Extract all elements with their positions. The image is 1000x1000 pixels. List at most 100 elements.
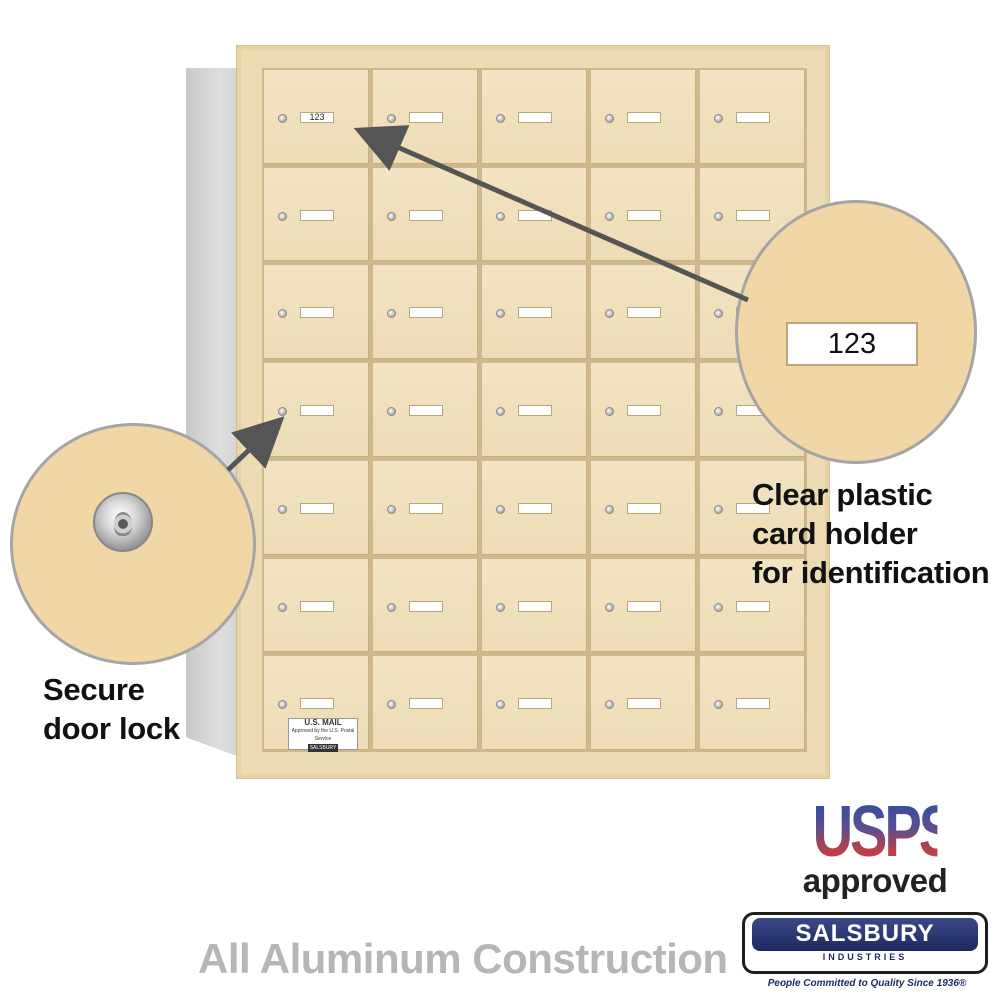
- lock-icon: [278, 407, 287, 417]
- mailbox-door[interactable]: [373, 656, 478, 750]
- usmail-label-line2: Approved by the U.S. Postal Service: [291, 728, 355, 742]
- lock-icon: [714, 407, 723, 417]
- card-holder: [736, 600, 770, 612]
- mailbox-door[interactable]: [591, 363, 696, 457]
- lock-icon: [278, 504, 287, 514]
- card-holder: [736, 698, 770, 710]
- mailbox-door[interactable]: [700, 656, 805, 750]
- mailbox-door[interactable]: [482, 460, 587, 555]
- lock-icon: [496, 504, 505, 514]
- lock-icon: [278, 700, 287, 710]
- usmail-label: U.S. MAIL Approved by the U.S. Postal Se…: [288, 718, 358, 752]
- lock-caption: Secure door lock: [43, 670, 180, 748]
- lock-icon: [714, 114, 723, 123]
- lock-caption-line2: door lock: [43, 711, 180, 746]
- lock-icon: [387, 407, 396, 417]
- card-holder: [409, 698, 443, 710]
- mailbox-door[interactable]: [264, 363, 369, 457]
- lock-icon: [278, 309, 287, 319]
- mailbox-door[interactable]: [700, 460, 805, 555]
- card-holder: [736, 502, 770, 514]
- mailbox-door[interactable]: 123: [264, 70, 369, 164]
- card-holder: [627, 600, 661, 612]
- usps-approved-text: approved: [802, 862, 948, 899]
- mailbox-door[interactable]: [373, 167, 478, 262]
- lock-icon: [496, 602, 505, 612]
- mailbox-door[interactable]: [591, 460, 696, 555]
- card-holder: [409, 600, 443, 612]
- lock-icon: [387, 504, 396, 514]
- mailbox-door[interactable]: [373, 558, 478, 653]
- lock-icon: [714, 700, 723, 710]
- mailbox-door[interactable]: [264, 265, 369, 360]
- card-holder: [627, 502, 661, 514]
- card-holder: [736, 112, 770, 123]
- card-holder: [300, 600, 334, 612]
- mailbox-door[interactable]: [700, 70, 805, 164]
- mailbox-door[interactable]: [373, 460, 478, 555]
- lock-caption-line1: Secure: [43, 672, 145, 707]
- mailbox-door[interactable]: [482, 363, 587, 457]
- lock-icon: [387, 114, 396, 123]
- lock-icon: [714, 211, 723, 221]
- mailbox-door[interactable]: [591, 656, 696, 750]
- mailbox-door[interactable]: [264, 558, 369, 653]
- lock-icon: [278, 602, 287, 612]
- lock-icon: [714, 602, 723, 612]
- lock-icon: [278, 211, 287, 221]
- card-caption: Clear plastic card holder for identifica…: [752, 475, 990, 592]
- mailbox-door[interactable]: [373, 265, 478, 360]
- lock-icon: [387, 309, 396, 319]
- mailbox-door-grid: 123: [262, 68, 807, 752]
- usmail-label-brand: SALSBURY: [307, 744, 339, 752]
- mailbox-door[interactable]: [373, 70, 478, 164]
- mailbox-door[interactable]: [591, 167, 696, 262]
- lock-icon: [605, 309, 614, 319]
- mailbox-door[interactable]: [264, 460, 369, 555]
- mailbox-door[interactable]: [482, 70, 587, 164]
- mailbox-door[interactable]: [591, 265, 696, 360]
- lock-icon: [714, 309, 723, 319]
- lock-icon: [496, 407, 505, 417]
- mailbox-door[interactable]: [482, 265, 587, 360]
- card-holder: [736, 209, 770, 221]
- card-holder: [627, 698, 661, 710]
- card-holder: 123: [300, 112, 334, 123]
- card-holder: [300, 209, 334, 221]
- card-holder: [518, 698, 552, 710]
- mailbox-door[interactable]: [591, 558, 696, 653]
- mailbox-door[interactable]: [482, 558, 587, 653]
- lock-icon: [496, 700, 505, 710]
- card-holder: [627, 405, 661, 417]
- lock-icon: [496, 211, 505, 221]
- lock-icon: [278, 114, 287, 123]
- salsbury-logo-sub: INDUSTRIES: [822, 952, 908, 962]
- mailbox-door[interactable]: [482, 656, 587, 750]
- lock-icon: [605, 407, 614, 417]
- card-holder: [300, 698, 334, 710]
- usps-approved-logo: USPS approved: [795, 796, 956, 899]
- construction-text: All Aluminum Construction: [198, 935, 728, 982]
- card-holder: [300, 502, 334, 514]
- mailbox-door[interactable]: [700, 558, 805, 653]
- mailbox-door[interactable]: [482, 167, 587, 262]
- lock-icon: [387, 602, 396, 612]
- salsbury-tagline: People Committed to Quality Since 1936®: [767, 978, 967, 989]
- mailbox-side-panel: [186, 68, 242, 758]
- card-holder: [518, 502, 552, 514]
- salsbury-tagline-text: People Committed to Quality Since 1936: [767, 978, 959, 989]
- card-holder: [518, 600, 552, 612]
- card-holder: [627, 112, 661, 123]
- mailbox-door[interactable]: [264, 167, 369, 262]
- card-holder-magnified: 123: [786, 322, 918, 366]
- card-holder: [300, 405, 334, 417]
- card-holder: [409, 112, 443, 123]
- lock-icon: [387, 700, 396, 710]
- keyhole-icon: [114, 512, 132, 536]
- mailbox-door[interactable]: [591, 70, 696, 164]
- lock-icon: [387, 211, 396, 221]
- mailbox-door[interactable]: [373, 363, 478, 457]
- card-holder: [518, 112, 552, 123]
- card-holder: [409, 405, 443, 417]
- card-holder: [627, 307, 661, 319]
